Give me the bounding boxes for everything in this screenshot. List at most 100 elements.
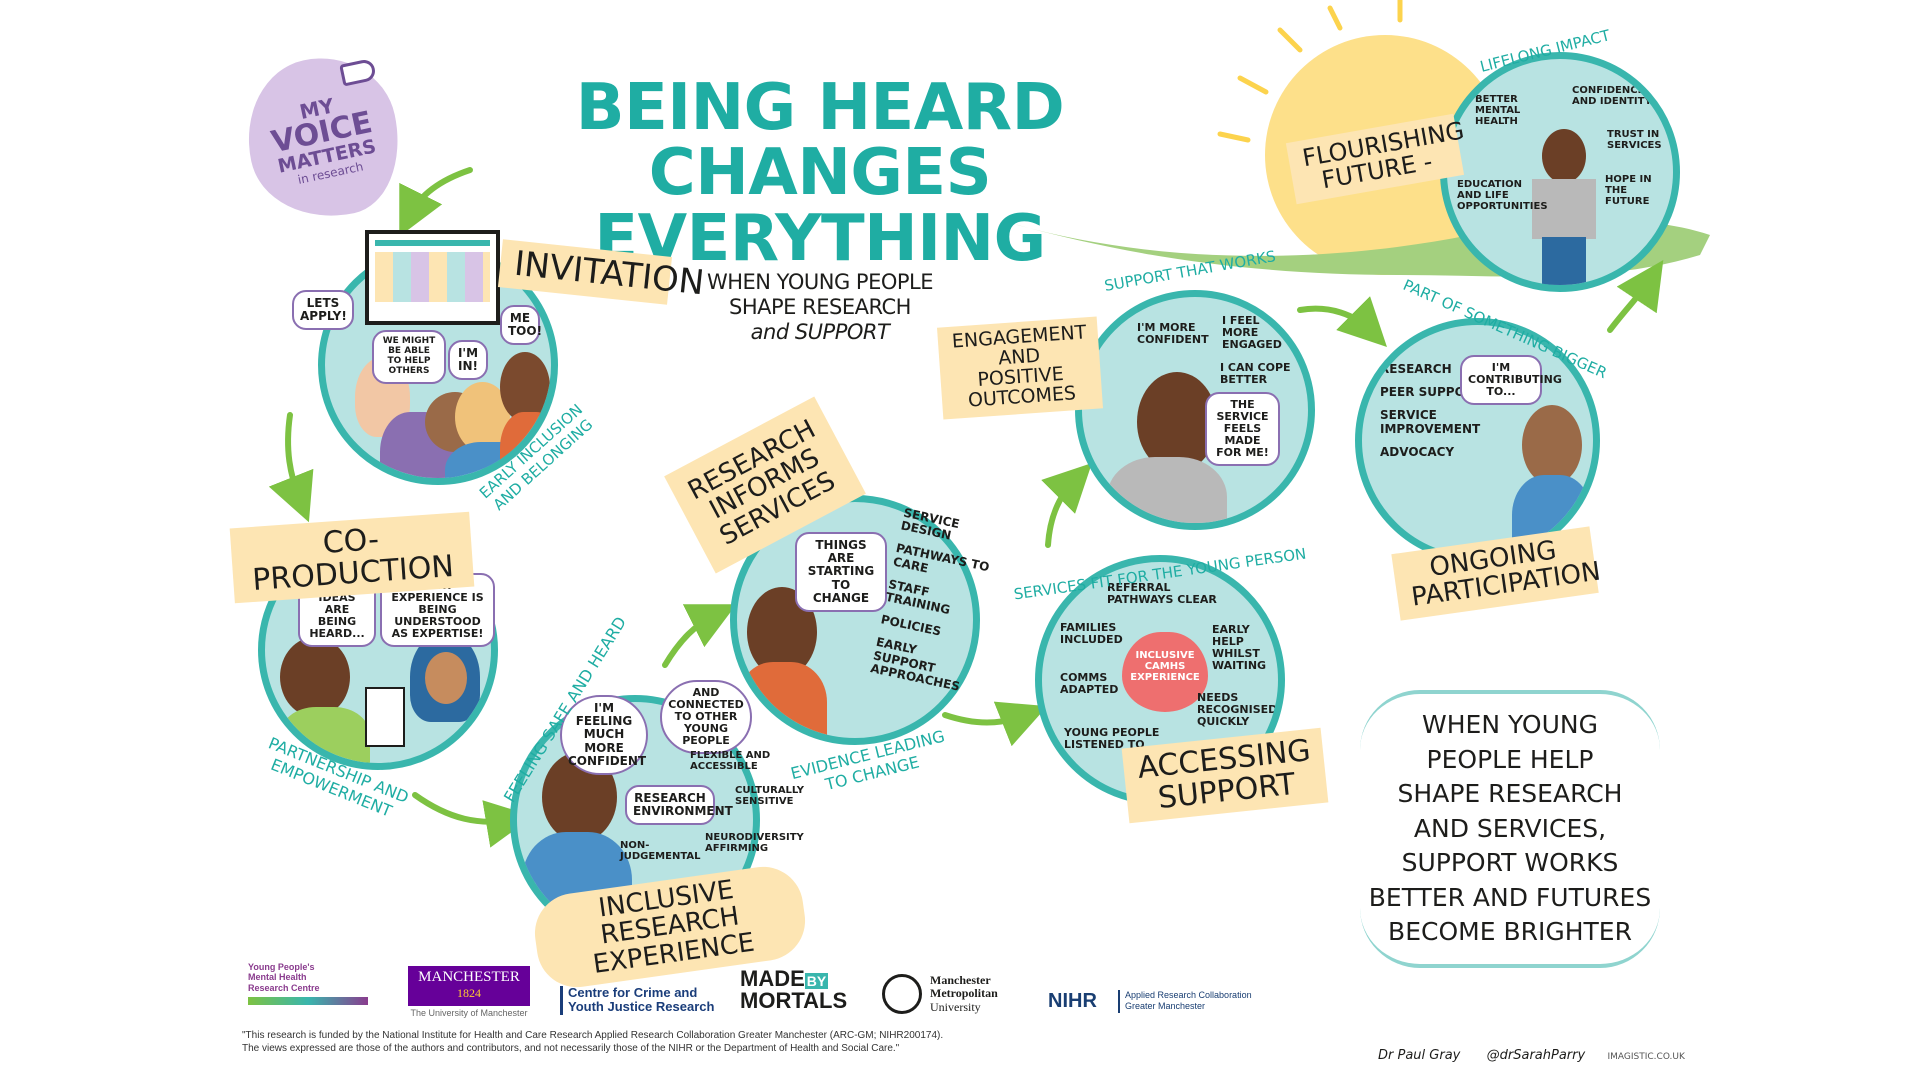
manchester-logo: MANCHESTER 1824 The University of Manche… [408,966,530,1018]
nihr-logo-line-2: Greater Manchester [1125,1001,1206,1012]
accessing-item-families: FAMILIES INCLUDED [1060,621,1123,647]
nihr-logo-line-1: Applied Research Collaboration [1125,990,1252,1000]
subtitle-line-1: WHEN YOUNG PEOPLE [706,270,934,294]
research-item-early-support: EARLY SUPPORT APPROACHES [869,635,962,694]
inclusive-item-neurodiversity: NEURODIVERSITY AFFIRMING [705,832,804,854]
arrow-inclusive-to-research [662,604,737,668]
conclusion-line-4: and SERVICES, [1413,813,1607,843]
conclusion-line-5: SUPPORT WORKS [1401,848,1619,877]
ypmh-logo: Young People's Mental Health Research Ce… [248,962,368,1010]
flourishing-item-confidence: CONFIDENCE and IDENTITY [1572,85,1652,107]
engagement-circle: I'M MORE CONFIDENT I FEEL MORE ENGAGED I… [1075,290,1315,530]
ongoing-item-service: SERVICE IMPROVEMENT [1380,408,1481,436]
arrow-badge-to-invitation [399,167,473,237]
accessing-item-needs: NEEDS RECOGNISED QUICKLY [1197,691,1278,729]
subtitle-line-2: SHAPE RESEARCH [729,295,911,320]
person-icon [1542,129,1586,183]
mbm-logo-by: BY [804,973,829,989]
person-icon [280,707,370,763]
conclusion-line-3: SHAPE RESEARCH [1397,779,1623,808]
person-icon [425,652,467,704]
inclusive-center-environment: RESEARCH ENVIRONMENT [625,785,733,826]
document-icon [365,687,405,747]
conclusion-line-6: BETTER and FUTURES [1368,882,1652,912]
conclusion-text: WHEN YOUNG PEOPLE HELP SHAPE RESEARCH an… [1360,690,1660,968]
arrow-invitation-to-coproduction [268,412,314,523]
accessing-item-early-help: EARLY HELP WHILST WAITING [1212,623,1267,673]
accessing-item-referral: REFERRAL PATHWAYS CLEAR [1107,581,1217,607]
person-icon [500,412,551,478]
ypmh-logo-line-3: Research Centre [248,982,320,993]
heart-label: INCLUSIVE CAMHS EXPERIENCE [1130,650,1200,683]
arrow-research-to-accessing [942,701,1048,747]
mmu-flower-icon [882,974,922,1014]
nihr-logo: NIHR Applied Research Collaboration Grea… [1048,990,1268,1020]
invitation-bubble-help-others: WE MIGHT BE ABLE to HELP OTHERS [372,330,446,384]
ongoing-item-research: RESEARCH [1380,362,1452,376]
subtitle-line-3: and SUPPORT [750,320,890,345]
crime-justice-logo: Centre for Crime and Youth Justice Resea… [560,985,720,1015]
person-icon [1542,237,1586,285]
inclusive-bubble-confident: I'M FEELING MUCH MORE CONFIDENT [560,695,648,775]
manchester-logo-sub: The University of Manchester [410,1008,528,1018]
engagement-item-cope: I CAN COPE BETTER [1220,361,1291,387]
engagement-item-engaged: I FEEL MORE ENGAGED [1222,314,1282,352]
engagement-bubble-made-for-me: THE SERVICE FEELS MADE FOR ME! [1205,392,1280,467]
arrow-accessing-to-engagement [1041,463,1092,548]
person-icon [737,662,827,738]
person-icon [1532,179,1596,239]
invitation-bubble-im-in: I'M IN! [448,340,488,381]
person-icon [1107,457,1227,523]
flourishing-circle: BETTER MENTAL HEALTH CONFIDENCE and IDEN… [1440,52,1680,292]
conclusion-line-1: WHEN YOUNG [1422,710,1598,739]
ongoing-bubble-contributing: I'M CONTRIBUTING TO... [1460,355,1562,406]
arrow-coproduction-to-inclusive [412,792,534,848]
crime-justice-logo-line-2: Youth Justice Research [568,999,715,1015]
mmu-logo: Manchester Metropolitan University [882,972,1032,1018]
person-icon [280,637,350,717]
accessing-item-comms: COMMS ADAPTED [1060,671,1119,697]
funding-disclaimer-line-1: "This research is funded by the National… [242,1030,944,1041]
inclusive-item-cultural: CULTURALLY SENSITIVE [735,785,804,807]
crime-justice-logo-line-1: Centre for Crime and [568,985,698,1000]
inclusive-item-flexible: FLEXIBLE and ACCESSIBLE [690,750,771,772]
arrow-ongoing-to-flourishing [1607,260,1664,333]
credit-site: IMAGISTIC.CO.UK [1607,1052,1685,1062]
arrow-engagement-to-ongoing [1297,296,1387,347]
flourishing-item-hope: HOPE in the future [1605,174,1652,207]
manchester-logo-name: MANCHESTER [418,969,520,985]
engagement-banner: ENGAGEMENT and POSITIVE OUTCOMES [936,316,1104,420]
nihr-logo-name: NIHR [1048,990,1097,1012]
credit-author-1: Dr Paul Gray [1378,1048,1461,1063]
mmu-logo-line-3: University [930,999,981,1014]
flourishing-item-trust: TRUST in SERVICES [1607,129,1662,151]
credits: Dr Paul Gray @drSarahParry IMAGISTIC.CO.… [1378,1048,1718,1063]
mbm-logo-mortals: MORTALS [740,988,848,1013]
conclusion-line-2: PEOPLE HELP [1426,744,1594,774]
conclusion-line-7: BECOME BRIGHTER [1388,917,1632,946]
flourishing-item-education: EDUCATION and LIFE OPPORTUNITIES [1457,179,1548,212]
sun-rays-icon [1217,0,1403,143]
ongoing-item-advocacy: ADVOCACY [1380,444,1455,459]
invitation-bubble-lets-apply: LETS APPLY! [292,290,354,331]
heart-icon: INCLUSIVE CAMHS EXPERIENCE [1122,632,1208,712]
ypmh-logo-line-1: Young People's [248,962,315,972]
credit-author-2: @drSarahParry [1486,1048,1586,1063]
mbm-logo-made: MADE [740,966,805,991]
person-icon [1522,405,1582,485]
manchester-logo-year: 1824 [457,986,481,1000]
title-line-1: BEING HEARD CHANGES [575,71,1065,211]
funding-disclaimer: "This research is funded by the National… [242,1030,1122,1055]
subtitle: WHEN YOUNG PEOPLE SHAPE RESEARCH and SUP… [700,270,940,346]
mmu-logo-line-1: Manchester [930,973,991,987]
invitation-bubble-me-too: ME TOO! [500,305,542,346]
engagement-item-confident: I'M MORE CONFIDENT [1137,321,1209,347]
ongoing-items: RESEARCH PEER SUPPORT SERVICE IMPROVEMEN… [1380,362,1500,469]
mmu-logo-line-2: Metropolitan [930,986,998,1001]
funding-disclaimer-line-2: The views expressed are those of the aut… [242,1042,900,1054]
research-bubble-change: THINGS ARE STARTING TO CHANGE [795,532,887,612]
ypmh-logo-line-2: Mental Health [248,972,307,983]
person-icon [500,352,550,422]
